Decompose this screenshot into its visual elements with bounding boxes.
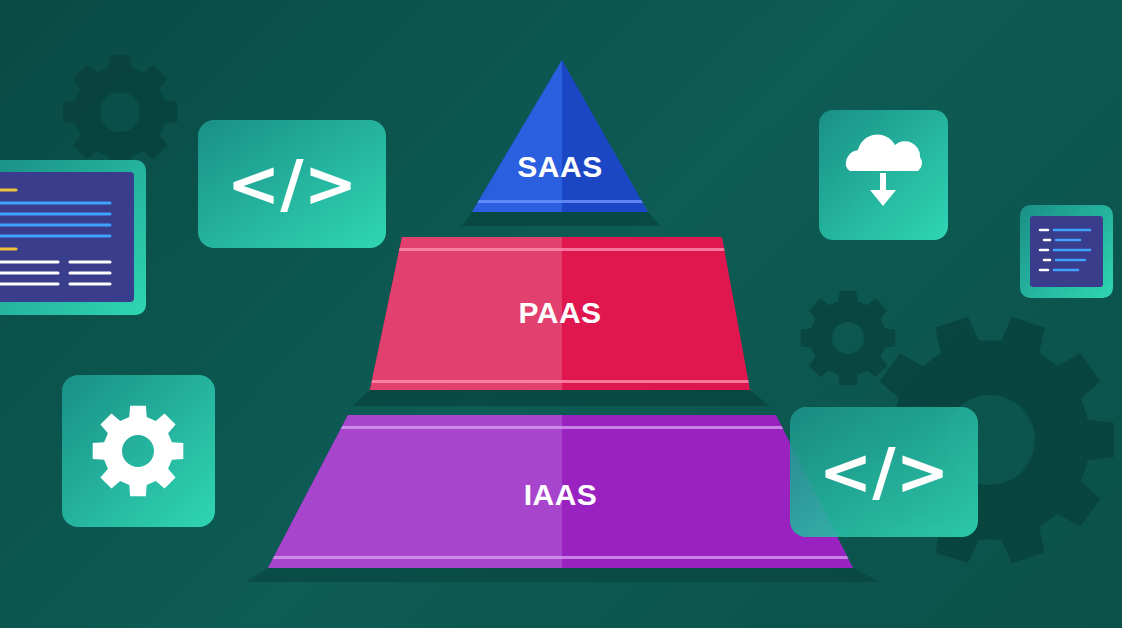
- cloud-tile: [819, 110, 948, 240]
- code-lines: [0, 190, 110, 284]
- paas-band: PAAS: [370, 237, 750, 390]
- band-shadow: [245, 568, 880, 582]
- code-symbol: </>: [227, 152, 358, 216]
- gear-tile: [62, 375, 215, 527]
- band-shape: [472, 60, 648, 212]
- band-shadow: [352, 390, 770, 406]
- code-symbol: </>: [819, 440, 950, 504]
- code-tile: [198, 120, 386, 248]
- document-screen: [1030, 216, 1103, 287]
- band-shadow: [462, 212, 660, 226]
- band-label: SAAS: [472, 152, 648, 182]
- document-lines: [1040, 230, 1090, 270]
- saas-band: SAAS: [472, 60, 648, 212]
- code-tile: [790, 407, 978, 537]
- iaas-band: IAAS: [268, 415, 853, 568]
- cloud-download-icon: [846, 135, 922, 206]
- band-label: IAAS: [268, 480, 853, 510]
- code-panel: [0, 160, 146, 315]
- band-label: PAAS: [370, 298, 750, 328]
- code-screen: [0, 172, 134, 302]
- document-tile: [1020, 205, 1113, 298]
- background-gear: [63, 55, 177, 169]
- gear-icon: [93, 406, 184, 497]
- background-gear: [801, 291, 896, 386]
